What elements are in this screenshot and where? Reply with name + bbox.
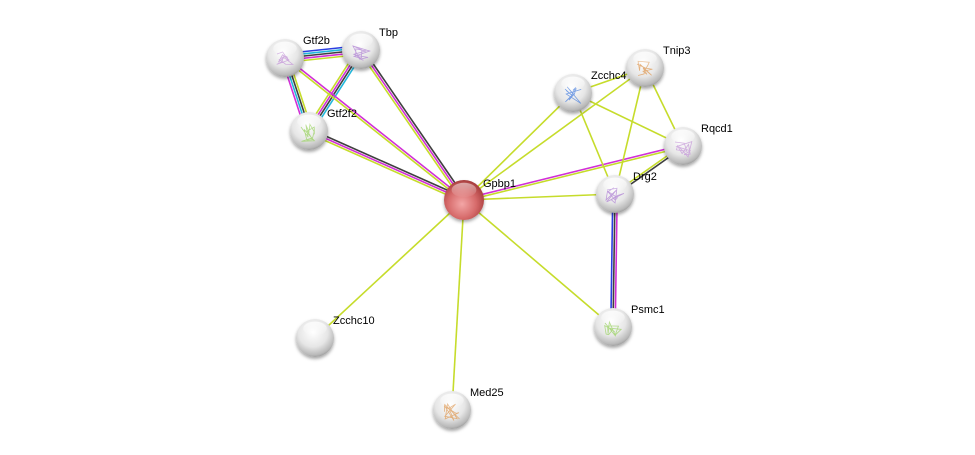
edge-line-textmining [463,199,614,328]
edge-gtf2f2-gpbp1[interactable] [307,128,466,203]
protein-structure-icon [674,140,693,158]
edge-drg2-psmc1[interactable] [610,193,618,328]
edge-line-coexpression [309,128,466,199]
edge-line-textmining [464,146,684,202]
node-gloss [633,51,657,66]
node-tnip3[interactable]: Tnip3 [626,45,691,87]
edge-line-textmining [283,58,464,202]
edge-gtf2b-gpbp1[interactable] [283,56,466,202]
node-gloss [671,129,695,144]
edge-line-experiments [285,56,466,200]
node-gpbp1[interactable]: Gpbp1 [444,178,516,220]
edge-line-textmining [463,92,574,201]
edge-line-experiments [308,130,465,201]
edge-line-experiments [360,49,465,201]
edge-gpbp1-drg2[interactable] [463,193,616,201]
edge-line-textmining [572,92,684,147]
node-label: Zcchc10 [333,315,375,327]
edge-line-homology [610,193,614,327]
edge-gpbp1-tnip3[interactable] [463,67,646,201]
edge-line-textmining [307,132,464,203]
edge-zcchc4-rqcd1[interactable] [572,92,684,147]
node-tbp[interactable]: Tbp [342,27,398,69]
protein-structure-icon [443,402,460,421]
node-gloss [561,76,585,91]
node-label: Drg2 [633,171,657,183]
node-label: Psmc1 [631,304,665,316]
node-label: Med25 [470,387,504,399]
edge-line-coexpression [612,193,616,328]
protein-structure-icon [276,51,295,65]
node-gloss [603,177,627,192]
node-gtf2b[interactable]: Gtf2b [266,35,330,77]
node-label: Zcchc4 [591,70,626,82]
node-label: Rqcd1 [701,123,733,135]
node-label: Gpbp1 [483,178,516,190]
node-label: Tbp [379,27,398,39]
node-psmc1[interactable]: Psmc1 [594,304,665,346]
protein-structure-icon [604,320,623,337]
node-gloss [440,393,464,408]
edge-line-experiments [463,144,683,200]
node-label: Gtf2f2 [327,108,357,120]
node-label: Tnip3 [663,45,691,57]
node-gloss [303,321,327,336]
node-gloss [349,33,373,48]
edge-line-coexpression [362,48,467,200]
edge-gpbp1-psmc1[interactable] [463,199,614,328]
edge-line-textmining [451,199,465,411]
edge-line-experiments [614,194,618,328]
edge-gpbp1-rqcd1[interactable] [463,144,684,202]
edge-line-textmining [463,67,646,201]
edge-line-textmining [614,67,646,195]
node-rqcd1[interactable]: Rqcd1 [664,123,733,165]
protein-structure-icon [605,187,625,204]
protein-structure-icon [352,45,371,61]
edge-line-textmining [358,50,463,202]
node-gloss [451,182,477,198]
edge-tbp-gpbp1[interactable] [358,48,467,202]
edge-line-textmining [314,199,465,339]
node-gloss [601,310,625,325]
node-gloss [273,41,297,56]
edge-gpbp1-zcchc10[interactable] [314,199,465,339]
node-label: Gtf2b [303,35,330,47]
edge-gpbp1-zcchc4[interactable] [463,92,574,201]
node-drg2[interactable]: Drg2 [596,171,657,213]
edges-layer [281,44,685,411]
node-gtf2f2[interactable]: Gtf2f2 [290,108,357,150]
node-zcchc10[interactable]: Zcchc10 [296,315,375,357]
edge-line-textmining [463,193,616,201]
edge-tnip3-drg2[interactable] [614,67,646,195]
edge-gpbp1-med25[interactable] [451,199,465,411]
node-med25[interactable]: Med25 [433,387,504,429]
node-zcchc4[interactable]: Zcchc4 [554,70,626,112]
node-gloss [297,114,321,129]
